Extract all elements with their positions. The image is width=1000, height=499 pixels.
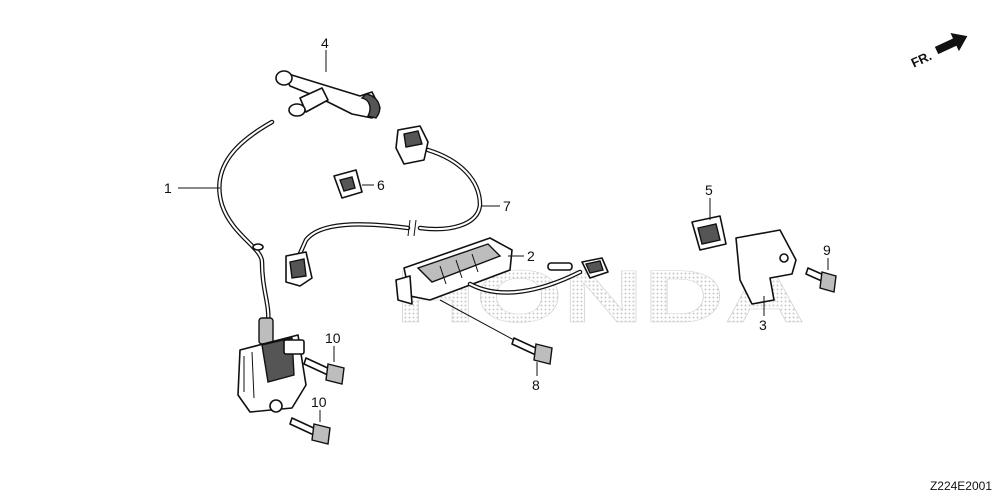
callout-3: 3 — [759, 317, 767, 333]
leader-lines — [178, 50, 829, 422]
part-10-bolt-upper — [303, 357, 345, 385]
part-10-bolt-lower — [289, 417, 331, 445]
front-direction-indicator: FR. — [909, 33, 968, 71]
callout-7: 7 — [503, 198, 511, 214]
diagram-code: Z224E2001 — [929, 479, 992, 493]
callout-6: 6 — [377, 177, 385, 193]
part-5-grommet — [691, 215, 727, 251]
direction-arrow-icon — [934, 33, 968, 55]
callout-8: 8 — [532, 377, 540, 393]
part-3-bracket — [735, 229, 797, 305]
part-9-bolt — [805, 267, 837, 293]
part-7-wire-harness — [285, 125, 483, 287]
part-4-spark-plug-cap — [275, 70, 381, 119]
callout-5: 5 — [705, 182, 713, 198]
part-2-switch-assembly — [395, 237, 609, 305]
callout-1: 1 — [164, 180, 172, 196]
callout-10-lower: 10 — [311, 394, 327, 410]
part-8-bolt — [511, 337, 553, 365]
part-6-grommet — [333, 169, 363, 199]
callout-9: 9 — [823, 242, 831, 258]
fr-label: FR. — [909, 48, 934, 70]
callout-10-upper: 10 — [325, 330, 341, 346]
callouts: 1 2 3 4 5 6 7 8 9 10 10 — [164, 35, 831, 410]
callout-2: 2 — [527, 248, 535, 264]
part-1-ignition-coil — [217, 119, 307, 413]
callout-4: 4 — [321, 35, 329, 51]
